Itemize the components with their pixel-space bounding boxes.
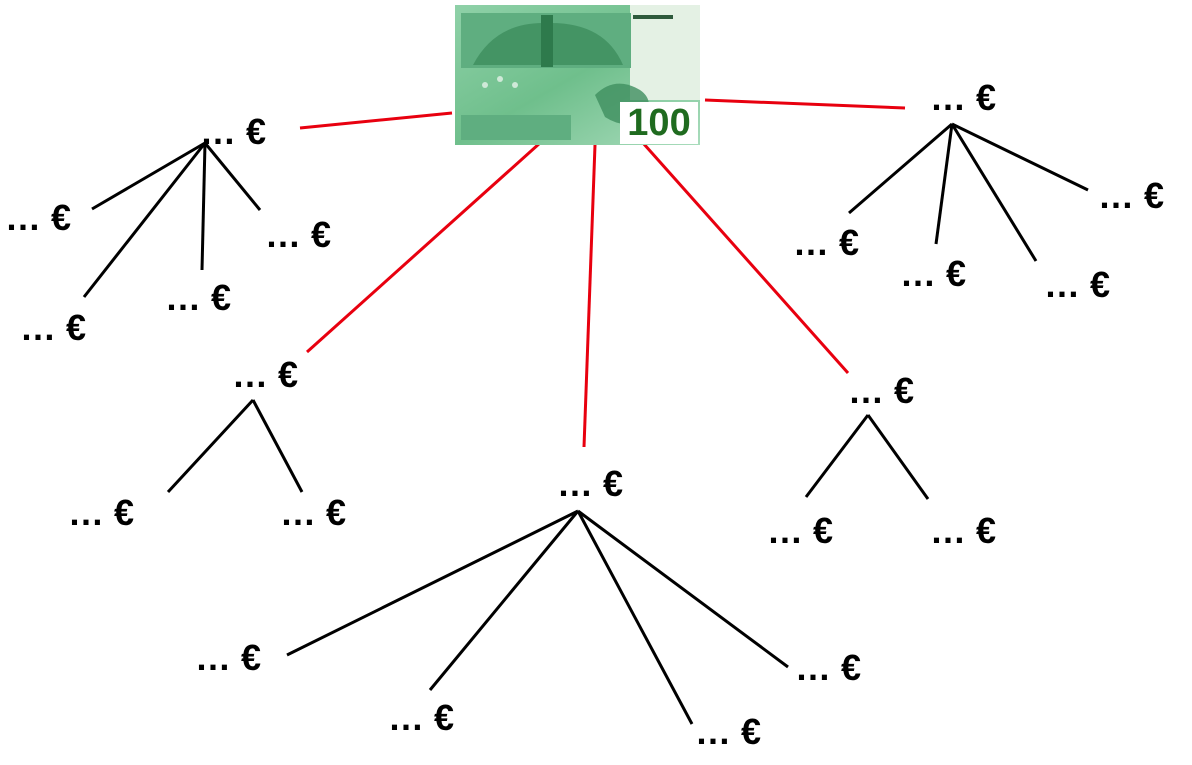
note-watermark-area (630, 5, 700, 100)
note-bottom-band (461, 115, 571, 140)
note-arch-motif (473, 23, 623, 65)
edge-midleft-child (166, 398, 255, 494)
note-stars (497, 76, 503, 82)
leaf-node: … € (68, 492, 135, 533)
note-pillar (541, 15, 553, 67)
leaf-node: … € (265, 214, 332, 255)
edge-left-child (200, 142, 207, 271)
leaf-node: … € (1044, 264, 1111, 305)
edge-left-child (82, 142, 207, 298)
node-midright: … € (848, 370, 915, 411)
node-right: … € (930, 77, 997, 118)
leaf-node: … € (900, 253, 967, 294)
edge-left-child (203, 142, 262, 211)
edge-midleft-child (251, 399, 304, 493)
edge-root-right (704, 98, 906, 110)
leaf-node: … € (795, 647, 862, 688)
secondary-edges (82, 122, 1089, 725)
edge-center-child (577, 509, 789, 669)
note-stars (512, 82, 518, 88)
edge-right-child (951, 122, 1089, 192)
edge-root-center (582, 144, 597, 448)
edge-right-child (950, 123, 1038, 262)
leaf-node: … € (195, 637, 262, 678)
leaf-node: … € (5, 197, 72, 238)
edge-midright-child (804, 414, 870, 498)
leaf-node: … € (280, 492, 347, 533)
banknote-denomination: 100 (620, 102, 698, 144)
leaf-node: … € (695, 711, 762, 752)
banknote-image (455, 5, 700, 145)
leaf-node: … € (767, 510, 834, 551)
edge-center-child (576, 510, 694, 725)
note-signature-line (633, 15, 673, 19)
edge-center-child (286, 509, 579, 657)
leaf-node: … € (388, 697, 455, 738)
node-center: … € (557, 463, 624, 504)
edge-root-left (299, 111, 453, 130)
edge-left-child (91, 141, 206, 211)
leaf-node: … € (930, 510, 997, 551)
edge-center-child (428, 510, 580, 691)
note-stars (482, 82, 488, 88)
edge-right-child (934, 123, 954, 245)
leaf-node: … € (20, 307, 87, 348)
leaf-node: … € (1098, 175, 1165, 216)
node-left: … € (200, 111, 267, 152)
node-midleft: … € (232, 354, 299, 395)
edge-root-midleft (305, 141, 542, 354)
edge-midright-child (866, 414, 930, 500)
edge-right-child (848, 122, 953, 215)
leaf-node: … € (793, 222, 860, 263)
leaf-node: … € (165, 277, 232, 318)
edge-root-midright (641, 142, 850, 374)
primary-edges (299, 98, 906, 448)
